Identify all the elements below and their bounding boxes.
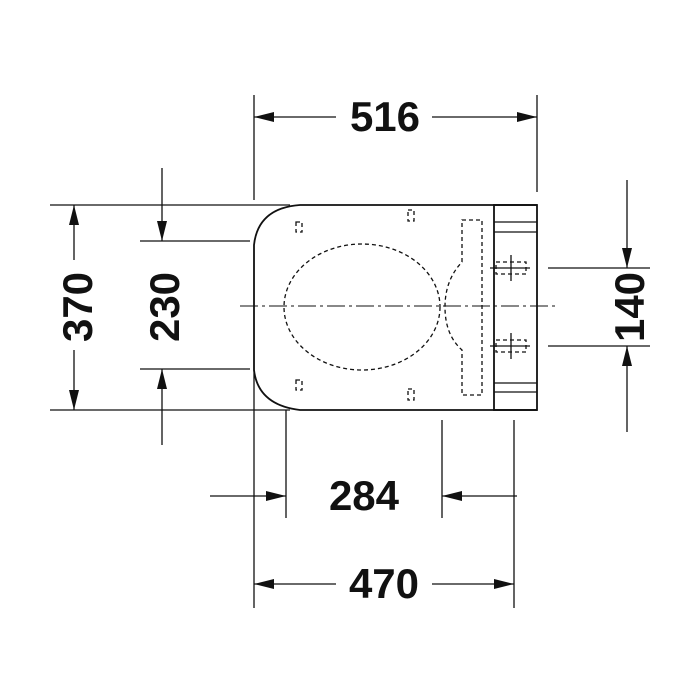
dimension-140-label: 140 — [606, 272, 653, 342]
dimension-140: 140 — [548, 180, 653, 432]
dimension-516-label: 516 — [350, 93, 420, 140]
dimension-230: 230 — [140, 168, 250, 445]
dimension-284: 284 — [210, 410, 517, 519]
dimension-230-label: 230 — [141, 272, 188, 342]
dimension-370: 370 — [50, 204, 290, 411]
mounting-point-lower — [490, 333, 530, 359]
mounting-point-upper — [490, 255, 530, 281]
dimension-470: 470 — [253, 370, 515, 608]
dimension-370-label: 370 — [54, 272, 101, 342]
seat-opening-outline — [283, 209, 483, 401]
dimension-284-label: 284 — [329, 472, 400, 519]
dimension-470-label: 470 — [349, 560, 419, 607]
seat-outline — [253, 204, 538, 411]
dimension-516: 516 — [253, 93, 538, 200]
